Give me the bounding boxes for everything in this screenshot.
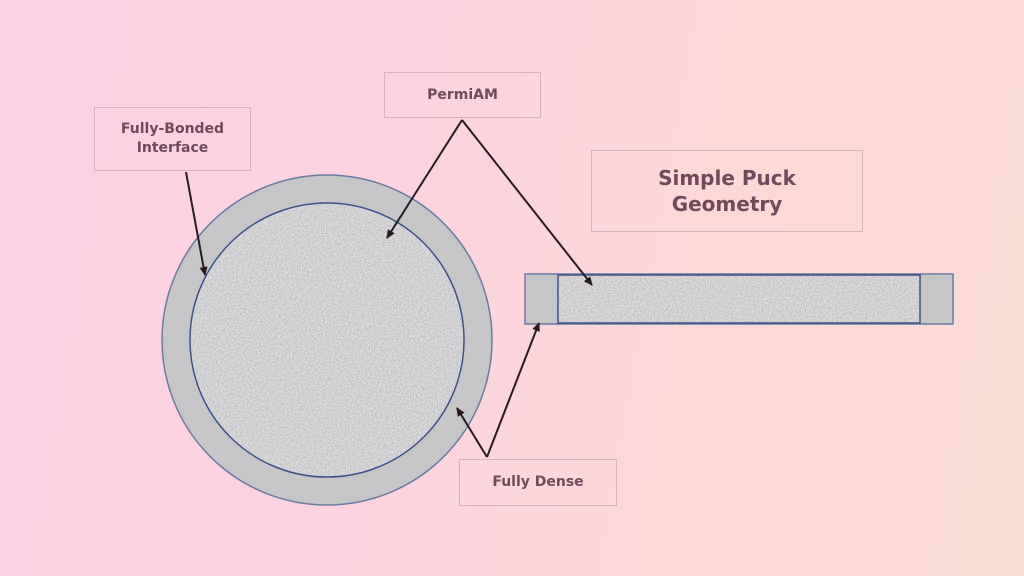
side-permiam-texture <box>559 276 919 322</box>
arrow-bonded-interface <box>185 171 208 276</box>
permiam-label: PermiAM <box>384 72 541 118</box>
arrow-permiam-top <box>386 119 463 239</box>
arrow-dense-top <box>456 407 488 458</box>
permiam-texture <box>191 204 463 476</box>
fully-dense-text: Fully Dense <box>492 474 584 490</box>
arrow-permiam-side <box>461 119 593 286</box>
fully-dense-label: Fully Dense <box>459 459 617 506</box>
arrow-dense-side <box>486 322 540 458</box>
simple-puck-text: Simple Puck Geometry <box>658 166 796 216</box>
permiam-text: PermiAM <box>427 86 498 103</box>
puck-side-view <box>524 273 954 325</box>
puck-top-view <box>161 174 493 506</box>
fully-bonded-text: Fully-Bonded Interface <box>120 121 225 156</box>
fully-bonded-interface-label: Fully-Bonded Interface <box>94 107 251 171</box>
simple-puck-geometry-title: Simple Puck Geometry <box>591 150 863 232</box>
